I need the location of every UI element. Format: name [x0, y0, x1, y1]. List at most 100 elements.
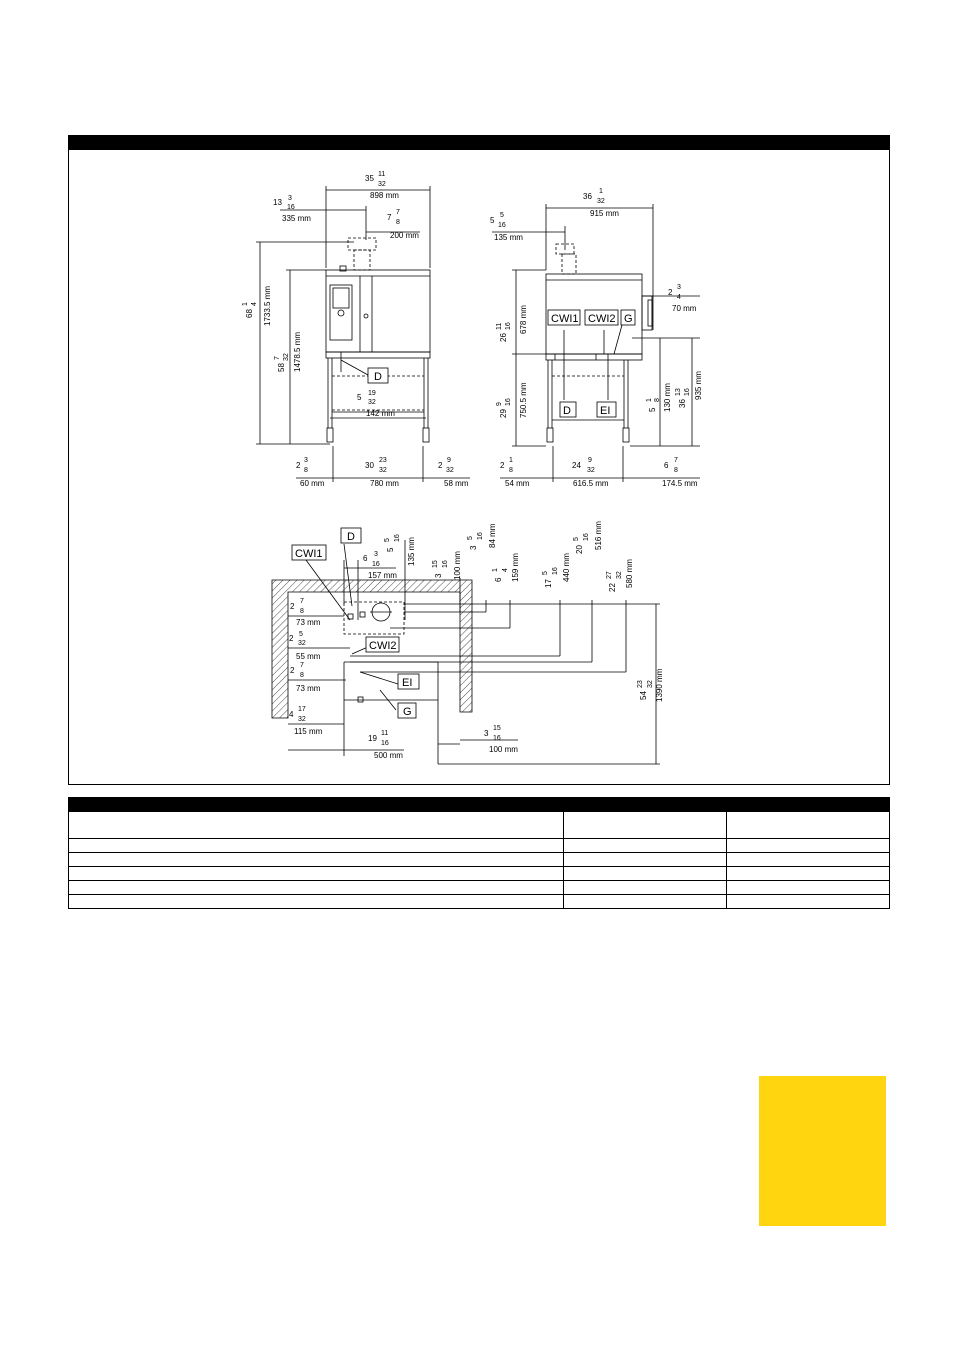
- front-h-num: 1: [242, 302, 249, 306]
- front-h2-den: 32: [283, 353, 290, 361]
- front-b-den: 8: [396, 219, 400, 226]
- top-v5-inch: 17: [544, 579, 553, 588]
- svg-text:D: D: [347, 531, 355, 543]
- front-label-d: D: [367, 367, 389, 384]
- svg-text:EI: EI: [402, 677, 412, 689]
- top-b-inch: 19: [368, 734, 377, 743]
- front-d-inch: 5: [357, 393, 362, 402]
- side-l-inch: 2: [500, 461, 505, 470]
- top-v3-den: 16: [477, 532, 484, 540]
- front-l-mm: 60 mm: [300, 479, 325, 488]
- side-f-den: 8: [654, 398, 661, 402]
- top-label-g: G: [397, 702, 417, 719]
- side-t-num: 13: [675, 388, 682, 396]
- side-view: [492, 204, 700, 482]
- top-v6-inch: 20: [575, 545, 584, 554]
- top-v1-inch: 5: [386, 547, 395, 552]
- top-h-inch: 54: [639, 691, 648, 700]
- side-u-mm: 678 mm: [519, 305, 528, 334]
- drawing-frame: [68, 135, 890, 785]
- top-e-inch: 3: [484, 729, 489, 738]
- top-v4-mm: 159 mm: [511, 553, 520, 582]
- svg-text:D: D: [563, 405, 571, 417]
- front-h-den: 4: [251, 302, 258, 306]
- svg-text:CWI1: CWI1: [551, 313, 579, 325]
- side-width-den: 32: [597, 198, 605, 205]
- front-width-num: 11: [378, 171, 385, 178]
- side-lo-inch: 29: [499, 409, 508, 418]
- front-l-inch: 2: [296, 461, 301, 470]
- top-l2-inch: 2: [289, 634, 294, 643]
- side-label-g: G: [620, 309, 636, 326]
- side-label-cwi2: CWI2: [584, 309, 619, 326]
- top-h-den: 32: [647, 680, 654, 688]
- top-v1-den: 16: [394, 534, 401, 542]
- top-e-mm: 100 mm: [489, 745, 518, 754]
- top-v7-den: 32: [616, 571, 623, 579]
- top-v7-num: 27: [606, 571, 613, 579]
- top-v2-inch: 3: [434, 573, 443, 578]
- front-c-mm: 780 mm: [370, 479, 399, 488]
- front-r-inch: 2: [438, 461, 443, 470]
- front-a-num: 3: [288, 195, 292, 202]
- front-c-num: 23: [379, 457, 387, 464]
- drawing-header-bar: [69, 136, 889, 150]
- side-r-mm: 174.5 mm: [662, 479, 698, 488]
- side-t-den: 16: [684, 388, 691, 396]
- top-l4-num: 17: [298, 706, 306, 713]
- top-v5-mm: 440 mm: [562, 553, 571, 582]
- front-a-den: 16: [287, 204, 295, 211]
- front-r-mm: 58 mm: [444, 479, 469, 488]
- top-l3-num: 7: [300, 662, 304, 669]
- front-h2-num: 7: [274, 356, 281, 360]
- table-row: [67, 811, 890, 839]
- svg-text:G: G: [403, 706, 412, 718]
- top-l4-den: 32: [298, 716, 306, 723]
- top-v2-num: 15: [432, 560, 439, 568]
- front-b-inch: 7: [387, 213, 392, 222]
- top-v7-mm: 580 mm: [625, 559, 634, 588]
- top-a-num: 3: [374, 551, 378, 558]
- top-v6-mm: 516 mm: [594, 521, 603, 550]
- top-v3-mm: 84 mm: [488, 523, 497, 548]
- top-b-num: 11: [381, 730, 388, 737]
- side-r-den: 8: [674, 467, 678, 474]
- top-h-mm: 1390 mm: [655, 668, 664, 702]
- yellow-tab: [759, 1076, 886, 1226]
- table-row: [67, 880, 890, 895]
- table-row: [67, 838, 890, 853]
- side-lo-num: 9: [496, 402, 503, 406]
- side-u-num: 11: [496, 323, 503, 330]
- side-view-labels: 36 1 32 915 mm 5 5 16 135 mm 26 11 16 67…: [490, 188, 703, 488]
- side-a-inch: 5: [490, 216, 495, 225]
- top-l4-inch: 4: [289, 710, 294, 719]
- top-l2-den: 32: [298, 640, 306, 647]
- side-r-inch: 6: [664, 461, 669, 470]
- front-a-mm: 335 mm: [282, 214, 311, 223]
- side-lo-den: 16: [505, 398, 512, 406]
- side-a-mm: 135 mm: [494, 233, 523, 242]
- side-f-num: 1: [646, 398, 653, 402]
- front-r-den: 32: [446, 467, 454, 474]
- svg-text:EI: EI: [600, 405, 610, 417]
- front-l-den: 8: [304, 467, 308, 474]
- side-t-inch: 36: [678, 399, 687, 408]
- side-u-inch: 26: [499, 333, 508, 342]
- table-row: [67, 894, 890, 909]
- front-h-inch: 68: [245, 309, 254, 318]
- side-l-mm: 54 mm: [505, 479, 530, 488]
- top-e-num: 15: [493, 725, 501, 732]
- side-lo-mm: 750.5 mm: [519, 382, 528, 418]
- front-c-inch: 30: [365, 461, 374, 470]
- top-h-num: 23: [637, 680, 644, 688]
- side-l-den: 8: [509, 467, 513, 474]
- top-label-cwi2: CWI2: [365, 636, 400, 653]
- side-c-inch: 24: [572, 461, 581, 470]
- top-v6-num: 5: [573, 537, 580, 541]
- side-c-den: 32: [587, 467, 595, 474]
- side-r-num: 7: [674, 457, 678, 464]
- top-v2-den: 16: [442, 560, 449, 568]
- side-f-inch: 5: [648, 407, 657, 412]
- side-l-num: 1: [509, 457, 513, 464]
